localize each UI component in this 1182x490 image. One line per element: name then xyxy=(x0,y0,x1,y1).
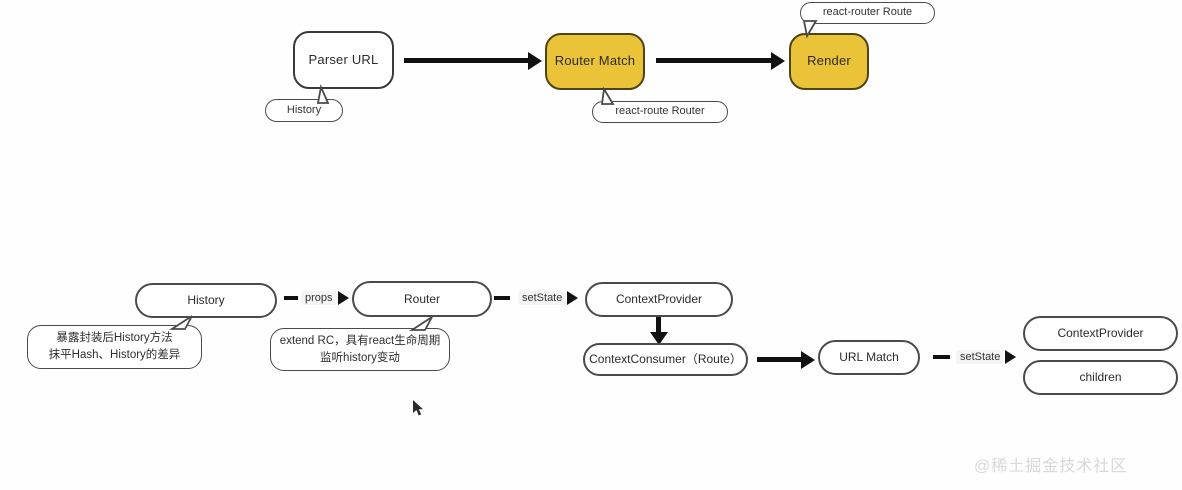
node-render[interactable]: Render xyxy=(789,33,869,90)
mouse-pointer-icon xyxy=(413,400,423,416)
node-context-provider-1[interactable]: ContextProvider xyxy=(585,282,733,317)
note-router-tail xyxy=(408,316,433,331)
node-url-match[interactable]: URL Match xyxy=(818,340,920,375)
node-parser-url[interactable]: Parser URL xyxy=(293,31,394,89)
callout-react-router-route-tail xyxy=(802,20,818,39)
arrow-consumer-to-urlmatch-head xyxy=(801,350,815,369)
node-url-match-label: URL Match xyxy=(839,350,899,364)
node-context-consumer-label: ContextConsumer（Route） xyxy=(589,352,742,366)
node-context-provider-1-label: ContextProvider xyxy=(615,292,703,306)
edge-label-setstate-1: setState xyxy=(518,291,567,305)
note-history-label: 暴露封装后History方法 抹平Hash、History的差异 xyxy=(48,332,181,361)
node-children[interactable]: children xyxy=(1023,360,1178,395)
node-context-consumer[interactable]: ContextConsumer（Route） xyxy=(583,343,748,376)
callout-history[interactable]: History xyxy=(265,99,343,122)
arrow-match-to-render-line xyxy=(656,58,772,63)
arrow-history-to-router-head xyxy=(338,291,349,305)
watermark: @稀土掘金技术社区 xyxy=(974,458,1128,475)
note-router-label: extend RC，具有react生命周期 监听history变动 xyxy=(279,334,441,364)
arrow-provider-to-consumer-head xyxy=(649,332,668,345)
node-children-label: children xyxy=(1079,370,1122,384)
callout-react-route-router-tail xyxy=(600,86,615,105)
arrow-parser-to-match-head xyxy=(528,51,542,70)
node-router-label: Router xyxy=(403,291,441,306)
arrow-provider-to-consumer-line xyxy=(656,317,661,334)
note-history-tail xyxy=(168,315,193,330)
callout-history-label: History xyxy=(286,103,322,116)
arrow-router-to-provider-line xyxy=(494,296,510,300)
arrow-match-to-render-head xyxy=(771,51,785,70)
node-render-label: Render xyxy=(807,53,851,69)
arrow-urlmatch-to-provider2-line xyxy=(933,355,950,359)
callout-react-router-route[interactable]: react-router Route xyxy=(800,2,935,24)
callout-react-router-route-label: react-router Route xyxy=(822,6,913,19)
note-router[interactable]: extend RC，具有react生命周期 监听history变动 xyxy=(270,328,450,371)
note-history[interactable]: 暴露封装后History方法 抹平Hash、History的差异 xyxy=(27,325,202,369)
callout-react-route-router[interactable]: react-route Router xyxy=(592,101,728,123)
edge-label-props: props xyxy=(301,291,337,305)
node-router-match-label: Router Match xyxy=(554,53,636,69)
node-history[interactable]: History xyxy=(135,283,277,318)
arrow-consumer-to-urlmatch-line xyxy=(757,357,802,362)
arrow-history-to-router-line xyxy=(284,296,298,300)
callout-history-tail xyxy=(316,83,330,104)
arrow-parser-to-match-line xyxy=(404,58,529,63)
arrow-router-to-provider-head xyxy=(567,291,578,305)
callout-react-route-router-label: react-route Router xyxy=(615,105,705,118)
arrow-urlmatch-to-provider2-head xyxy=(1005,350,1016,364)
node-context-provider-2-label: ContextProvider xyxy=(1057,326,1144,340)
node-context-provider-2[interactable]: ContextProvider xyxy=(1023,316,1178,351)
node-history-label: History xyxy=(187,293,225,307)
node-router-match[interactable]: Router Match xyxy=(545,33,645,90)
node-router[interactable]: Router xyxy=(352,281,492,317)
node-parser-url-label: Parser URL xyxy=(308,51,379,67)
edge-label-setstate-2: setState xyxy=(956,350,1005,364)
